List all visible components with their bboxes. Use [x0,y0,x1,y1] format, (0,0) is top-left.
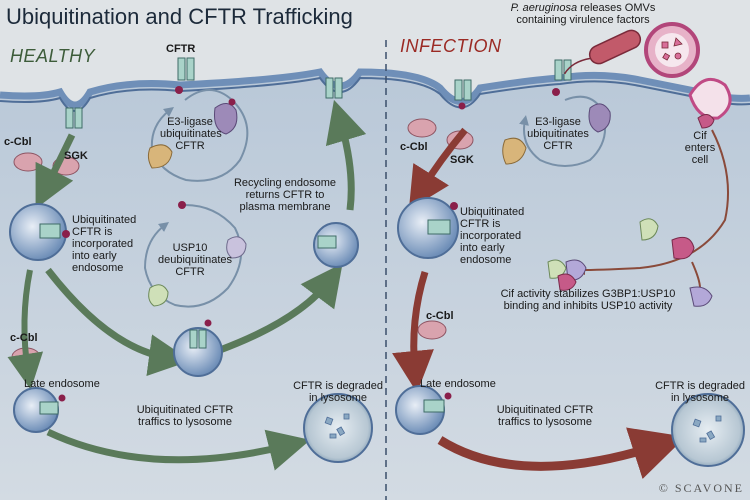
e3-ligase [588,103,611,133]
to-recycling-arrow [45,267,191,377]
to-lysosome-arrow [46,428,311,471]
label-c-cbl-mid: c-Cbl [10,332,38,344]
label-early-endosome: Ubiquitinated CFTR is incorporated into … [460,206,525,266]
label-traffics-to-lysosome: Ubiquitinated CFTR traffics to lysosome [136,404,234,428]
cytoplasm [0,72,750,500]
label-traffics-to-lysosome: Ubiquitinated CFTR traffics to lysosome [496,404,594,428]
cif-protein [697,114,715,129]
ubiquitin [450,202,458,210]
cftr-channel [454,79,472,101]
artist-credit: © SCAVONE [658,481,744,495]
return-to-membrane-arrow [325,99,367,211]
e3-ligase [214,103,238,135]
g3bp1-protein [639,218,659,241]
ubiquitin [178,201,186,209]
c-cbl-protein [417,320,447,340]
ubiquitin [458,102,466,110]
cftr-in-endosome [39,223,61,239]
label-degraded: CFTR is degraded in lysosome [655,380,745,404]
cftr-channel [65,107,83,129]
endocytosis-arrow [408,127,468,210]
cif-protein [671,236,695,260]
label-cif-enters: Cif enters cell [684,130,716,166]
plasma-membrane [0,68,750,109]
endocytosis-arrow [35,133,76,209]
deubiquitination-cycle [143,204,243,308]
cftr-channel [325,77,343,99]
label-e3-ligase: E3-ligase ubiquitinates CFTR [527,116,589,152]
ubiquitin [204,319,212,327]
panel-title-infection: INFECTION [400,36,502,56]
label-degraded: CFTR is degraded in lysosome [293,380,383,404]
label-late-endosome: Late endosome [420,378,496,390]
plasma-membrane-inner [0,76,750,112]
label-late-endosome: Late endosome [24,378,100,390]
ubiquitin [228,98,236,106]
cftr-in-vesicle [189,329,198,349]
lysosome [671,393,745,467]
to-lysosome-arrow [437,427,686,479]
label-species: P. aeruginosa [510,2,578,14]
c-cbl-protein [13,152,43,172]
bacterium [563,29,642,75]
label-omv-release: P. aeruginosa releases OMVs containing v… [498,2,668,26]
label-sgk: SGK [450,154,474,166]
c-cbl-protein [407,118,437,138]
usp10-protein [148,284,169,307]
ubiquitin [175,86,183,94]
usp10-protein [226,236,247,259]
figure-title: Ubiquitination and CFTR Trafficking [6,4,353,29]
label-omv-text: releases OMVs containing virulence facto… [516,2,656,26]
label-cftr: CFTR [166,43,196,55]
recycling-vesicle [173,327,223,377]
cif-pathway-branch [691,261,701,289]
cftr-in-endosome [423,399,445,413]
label-e3-ligase: E3-ligase ubiquitinates CFTR [160,116,222,152]
cftr-channel [177,57,195,81]
label-sgk: SGK [64,150,88,162]
ubiquitin [62,230,70,238]
ubiquitination-cycle [519,95,606,167]
ubiquitin [444,392,452,400]
sgk-protein [147,144,173,169]
degraded-fragments [324,413,350,439]
panel-title-healthy: HEALTHY [10,46,96,66]
label-early-endosome: Ubiquitinated CFTR is incorporated into … [72,214,137,274]
label-cif-activity: Cif activity stabilizes G3BP1:USP10 bind… [500,288,676,312]
cftr-in-endosome [427,219,451,235]
label-c-cbl-mid: c-Cbl [426,310,454,322]
to-late-endosome-arrow [7,269,44,390]
lysosome [303,393,373,463]
label-c-cbl-top: c-Cbl [4,136,32,148]
ubiquitin [552,88,560,96]
omv-fusion [688,77,732,120]
degraded-fragments [692,415,722,443]
label-recycling-endosome: Recycling endosome returns CFTR to plasm… [233,177,337,213]
label-usp10: USP10 deubiquitinates CFTR [158,242,233,278]
ubiquitin [58,394,66,402]
to-late-endosome-arrow [392,270,434,393]
cif-pathway-arrow [575,129,730,275]
g3bp1-usp10-complex [547,259,587,291]
cftr-in-vesicle [317,235,337,249]
usp10-protein [689,286,713,307]
recycling-arrow [218,263,343,354]
cftr-in-endosome [39,401,59,415]
virulence-factors [661,37,683,61]
label-c-cbl-top: c-Cbl [400,141,428,153]
sgk-protein [502,137,527,165]
